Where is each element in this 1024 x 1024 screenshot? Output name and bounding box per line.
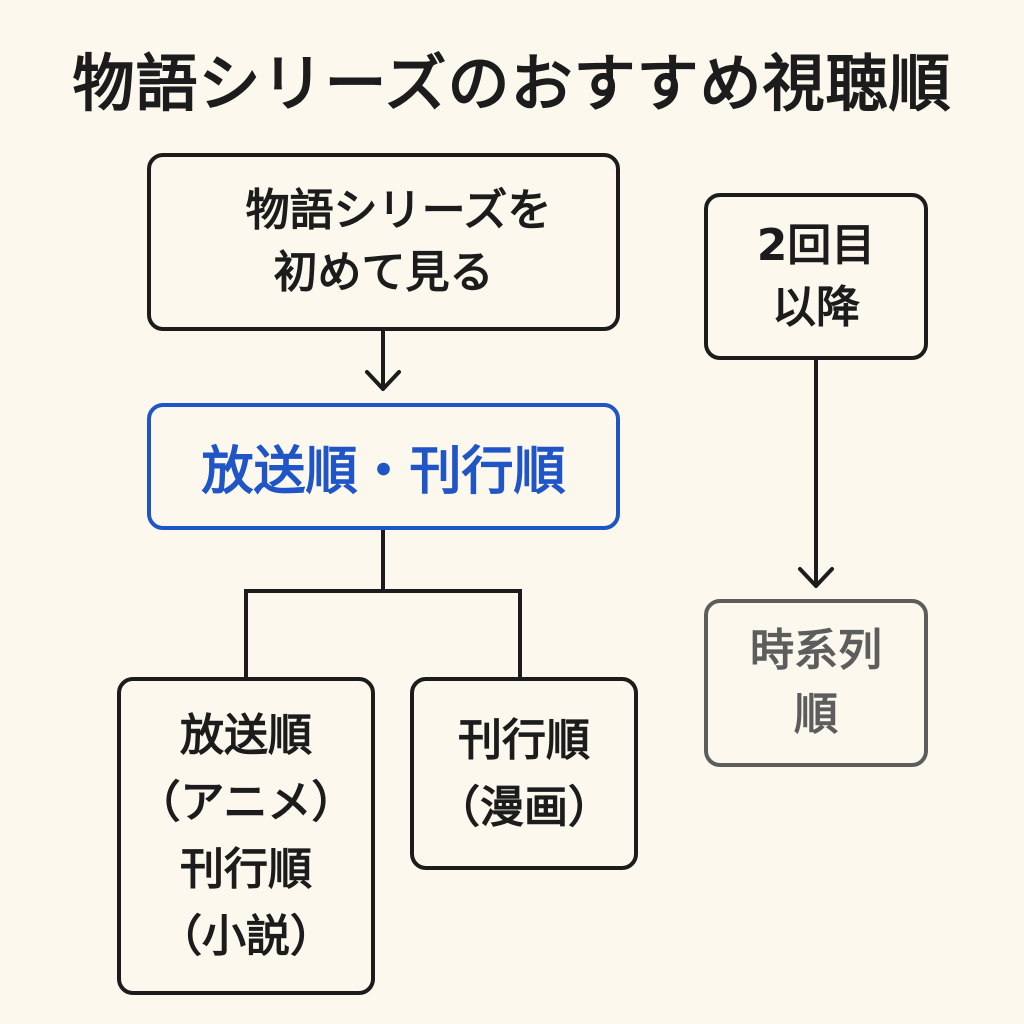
node-anime-line3: 刊行順 <box>180 844 312 895</box>
node-second-time-line2: 以降 <box>772 281 860 333</box>
node-broadcast-anime-novel: 放送順 （アニメ） 刊行順 （小説） <box>117 677 375 995</box>
node-first-time: 物語シリーズを 初めて見る <box>147 153 620 331</box>
node-anime-line4: （小説） <box>158 911 334 962</box>
node-broadcast-publication-order: 放送順・刊行順 <box>147 403 620 530</box>
node-anime-line1: 放送順 <box>180 710 312 761</box>
diagram-title: 物語シリーズのおすすめ視聴順 <box>72 47 952 120</box>
node-second-time: 2回目 以降 <box>704 193 928 360</box>
node-chrono-line2: 順 <box>794 689 838 740</box>
arrow-second-to-chronological <box>798 360 834 588</box>
node-publication-manga: 刊行順 （漫画） <box>410 677 638 870</box>
node-first-time-line1: 物語シリーズを <box>245 185 552 236</box>
arrow-first-to-broadcast <box>365 331 401 391</box>
node-second-time-line1: 2回目 <box>756 219 876 271</box>
node-first-time-line2: 初めて見る <box>273 247 494 298</box>
node-anime-line2: （アニメ） <box>136 777 356 828</box>
node-manga-line1: 刊行順 <box>458 714 590 766</box>
node-chrono-line1: 時系列 <box>750 625 882 676</box>
node-chronological-order: 時系列 順 <box>704 599 928 767</box>
node-broadcast-publication-label: 放送順・刊行順 <box>201 442 566 502</box>
branch-connector <box>244 530 522 677</box>
node-manga-line2: （漫画） <box>436 781 612 833</box>
